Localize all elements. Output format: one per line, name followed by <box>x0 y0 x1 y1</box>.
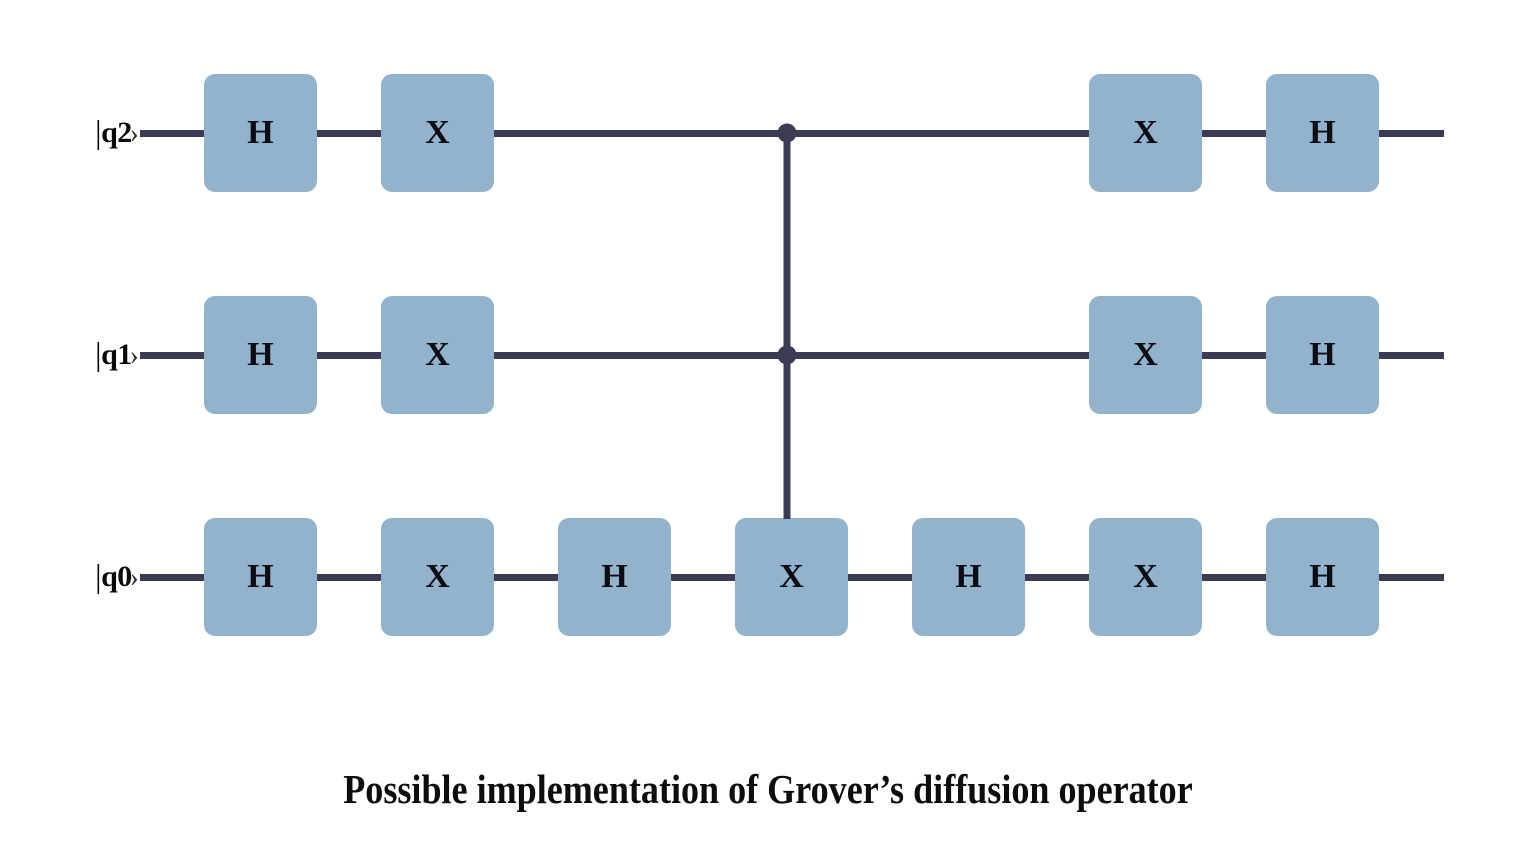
gate-label: X <box>425 558 450 595</box>
ket-angle-icon: › <box>129 340 139 370</box>
gate-label: X <box>425 336 450 373</box>
gate-label: X <box>1133 558 1158 595</box>
gate-label: X <box>1133 114 1158 151</box>
gate-h-q0-c0[interactable]: H <box>204 518 317 636</box>
gate-h-q1-c6[interactable]: H <box>1266 296 1379 414</box>
qubit-name: q0 <box>101 560 132 593</box>
qubit-label-q0: |q0› <box>95 559 139 595</box>
gate-x-q1-c1[interactable]: X <box>381 296 494 414</box>
qubit-label-q1: |q1› <box>95 337 139 373</box>
gate-label: H <box>247 114 274 151</box>
gate-x-q0-c1[interactable]: X <box>381 518 494 636</box>
figure-caption: Possible implementation of Grover’s diff… <box>343 766 1193 812</box>
gate-h-q2-c0[interactable]: H <box>204 74 317 192</box>
gate-label: X <box>1133 336 1158 373</box>
gate-label: H <box>247 336 274 373</box>
gate-h-q0-c2[interactable]: H <box>558 518 671 636</box>
gate-h-q0-c4[interactable]: H <box>912 518 1025 636</box>
gate-x-q2-c5[interactable]: X <box>1089 74 1202 192</box>
qubit-name: q2 <box>101 116 132 149</box>
gate-x-q0-c5[interactable]: X <box>1089 518 1202 636</box>
control-connector-line <box>783 133 791 519</box>
qubit-label-q2: |q2› <box>95 115 139 151</box>
gate-label: H <box>955 558 982 595</box>
gate-label: X <box>779 558 804 595</box>
gate-x-q1-c5[interactable]: X <box>1089 296 1202 414</box>
control-dot-q2[interactable] <box>777 123 797 143</box>
qubit-name: q1 <box>101 338 132 371</box>
gate-label: H <box>1309 114 1336 151</box>
gate-label: X <box>425 114 450 151</box>
gate-label: H <box>1309 336 1336 373</box>
gate-label: H <box>1309 558 1336 595</box>
gate-label: H <box>601 558 628 595</box>
gate-label: H <box>247 558 274 595</box>
gate-x-q0-c3[interactable]: X <box>735 518 848 636</box>
gate-h-q1-c0[interactable]: H <box>204 296 317 414</box>
control-dot-q1[interactable] <box>777 345 797 365</box>
gate-h-q0-c6[interactable]: H <box>1266 518 1379 636</box>
gate-h-q2-c6[interactable]: H <box>1266 74 1379 192</box>
gate-x-q2-c1[interactable]: X <box>381 74 494 192</box>
ket-angle-icon: › <box>129 562 139 592</box>
ket-angle-icon: › <box>129 118 139 148</box>
